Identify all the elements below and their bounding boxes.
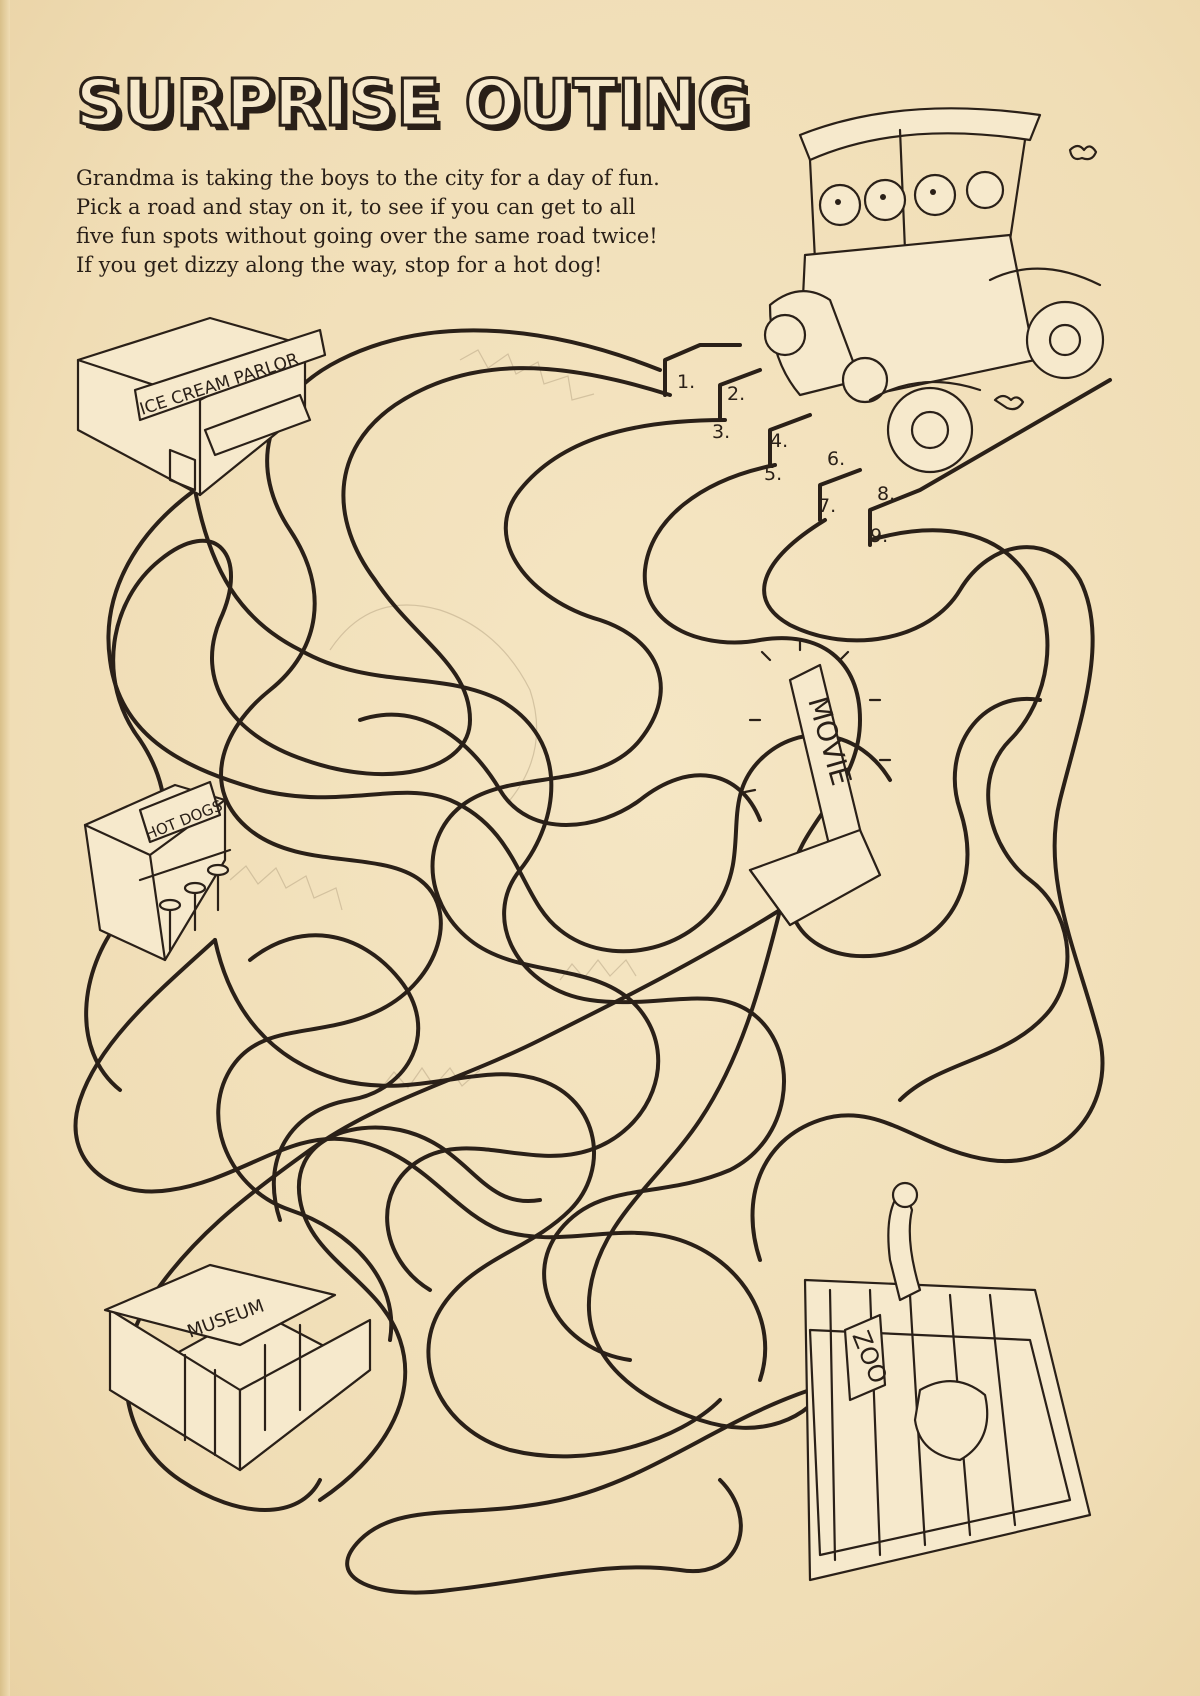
hot-dog-stand: HOT DOGS [83, 780, 232, 962]
road-number: 7. [818, 495, 836, 517]
puzzle-title: SURPRISE OUTING [74, 67, 751, 141]
maze-road[interactable] [345, 1388, 812, 1595]
museum-building: MUSEUM [103, 1263, 372, 1472]
maze-road[interactable] [868, 528, 1070, 1102]
movie-sign: MOVIE [743, 638, 892, 927]
maze-roads [73, 328, 1105, 1595]
maze-road[interactable] [586, 908, 832, 1430]
road-number: 9. [870, 525, 888, 547]
road-number: 4. [770, 430, 788, 452]
maze-road[interactable] [124, 908, 782, 1512]
maze-road[interactable] [213, 938, 722, 1459]
road-number: 5. [764, 463, 782, 485]
start-numbers: 1. 2. 3. 4. 5. 6. 7. 8. 9. [677, 371, 895, 547]
road-number: 6. [827, 448, 845, 470]
zoo-enclosure: ZOO [803, 1181, 1092, 1582]
road-number: 8. [877, 483, 895, 505]
ice-cream-parlor-building: ICE CREAM PARLOR [76, 316, 327, 497]
maze-road[interactable] [193, 488, 786, 1362]
maze-road[interactable] [358, 712, 762, 827]
puzzle-instructions: Grandma is taking the boys to the city f… [76, 166, 660, 277]
road-number: 3. [712, 421, 730, 443]
maze-road[interactable] [750, 518, 1105, 1262]
maze-road[interactable] [106, 488, 892, 954]
maze-road[interactable] [296, 1125, 542, 1502]
pencil-marks [229, 349, 637, 1091]
maze-road[interactable] [73, 938, 768, 1382]
page-spine [0, 0, 10, 1696]
car-illustration [763, 107, 1105, 474]
maze-road[interactable] [385, 418, 727, 1292]
maze-road[interactable] [248, 933, 421, 1222]
road-number: 1. [677, 371, 695, 393]
road-number: 2. [727, 383, 745, 405]
start-stubs [663, 343, 1112, 547]
